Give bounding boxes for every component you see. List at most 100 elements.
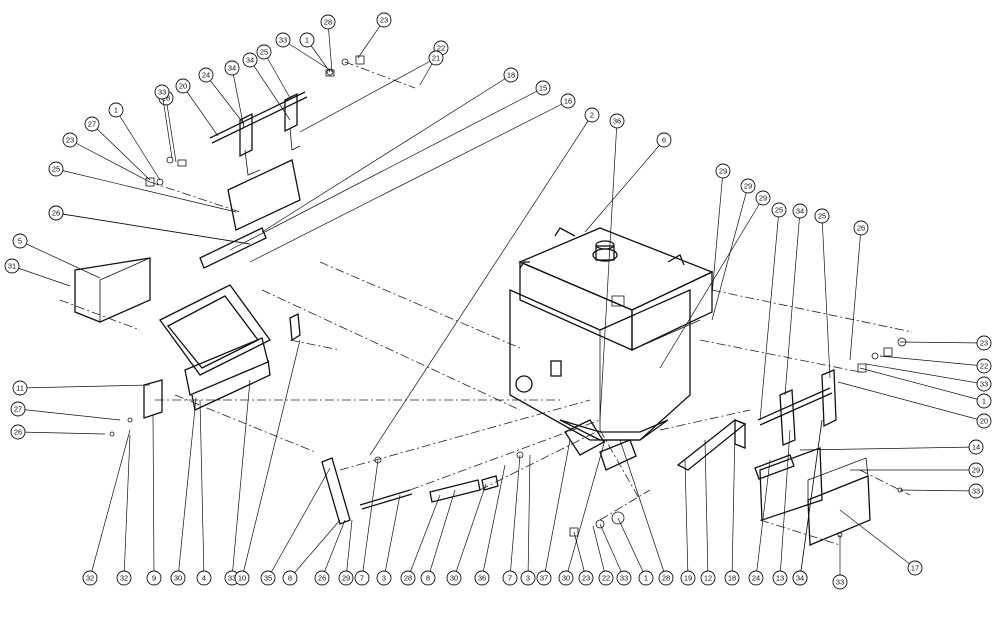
assembly-lines: [59, 61, 913, 546]
callout-label: 5: [18, 237, 22, 246]
callout-leader-line: [182, 85, 219, 137]
main-hopper-body: [509, 227, 714, 441]
callout-11: 11: [12, 380, 151, 396]
callout-leader-line: [543, 439, 571, 579]
callout-label: 1: [644, 574, 648, 583]
callout-bubble: [446, 570, 462, 586]
callout-label: 20: [179, 82, 187, 91]
callout-23: 23: [573, 531, 594, 586]
callout-leader-line: [565, 439, 606, 579]
callout-20: 20: [175, 78, 219, 137]
callout-bubble: [772, 570, 788, 586]
callout-bubble: [792, 203, 808, 219]
callout-leader-line: [779, 429, 791, 579]
callout-label: 20: [980, 417, 988, 426]
callout-label: 11: [16, 384, 24, 393]
callout-25: 25: [814, 208, 831, 379]
callout-bubble: [299, 32, 315, 48]
callout-label: 24: [752, 574, 760, 583]
callout-leader-line: [849, 227, 862, 361]
callout-leader-line: [205, 74, 245, 125]
callout-leader-line: [755, 459, 771, 579]
callout-leader-line: [345, 519, 353, 579]
callout-leader-line: [711, 170, 724, 296]
callout-18: 18: [261, 67, 519, 233]
callout-18: 18: [724, 429, 740, 586]
callout-bubble: [234, 570, 250, 586]
callout-bubble: [968, 462, 984, 478]
callout-2: 2: [369, 107, 600, 456]
callout-leader-line: [249, 100, 569, 263]
callout-bubble: [700, 570, 716, 586]
callout-1: 1: [299, 32, 331, 73]
callout-bubble: [907, 560, 923, 576]
callout-leader-line: [369, 114, 593, 456]
callout-16: 16: [249, 93, 576, 263]
callout-leader-line: [837, 381, 985, 422]
callout-34: 34: [242, 52, 291, 121]
callout-bubble: [656, 132, 672, 148]
callout-label: 15: [539, 84, 547, 93]
callout-leader-line: [55, 212, 251, 245]
callout-bubble: [598, 570, 614, 586]
callout-bubble: [10, 401, 26, 417]
callout-label: 33: [228, 574, 236, 583]
callout-label: 18: [728, 574, 736, 583]
callout-label: 22: [980, 362, 988, 371]
callout-label: 12: [704, 574, 712, 583]
left-chute: [74, 257, 301, 419]
callout-bubble: [814, 208, 830, 224]
callout-29: 29: [711, 163, 731, 296]
callout-leader-line: [481, 464, 506, 579]
callout-35: 35: [260, 467, 331, 586]
callout-label: 36: [613, 117, 621, 126]
callout-label: 18: [507, 71, 515, 80]
callout-leader-line: [879, 355, 985, 367]
callout-bubble: [616, 570, 632, 586]
callout-leader-line: [299, 57, 437, 133]
callout-bubble: [680, 570, 696, 586]
callout-23: 23: [899, 335, 992, 351]
callout-30: 30: [170, 397, 197, 586]
callout-bubble: [146, 570, 162, 586]
callout-30: 30: [558, 439, 606, 586]
callout-bubble: [658, 570, 674, 586]
callout-label: 14: [972, 443, 980, 452]
callout-1: 1: [617, 517, 654, 586]
callout-leader-line: [821, 215, 831, 379]
callout-leader-line: [161, 91, 173, 159]
callout-19: 19: [48, 205, 251, 245]
callout-leader-line: [229, 87, 544, 251]
callout-leader-line: [759, 209, 780, 421]
callout-1: 1: [859, 367, 992, 409]
upper-left-assembly: [156, 58, 349, 269]
callout-label: 28: [662, 574, 670, 583]
callout-bubble: [320, 14, 336, 30]
callout-label: 25: [52, 165, 60, 174]
callout-label: 7: [360, 574, 364, 583]
callout-bubble: [536, 570, 552, 586]
callout-leader-line: [799, 446, 977, 451]
callout-leader-line: [899, 489, 977, 492]
callout-bubble: [108, 102, 124, 118]
callout-label: 23: [66, 136, 74, 145]
callout-33: 33: [865, 363, 992, 392]
callout-bubble: [224, 60, 240, 76]
callout-leader-line: [282, 39, 331, 71]
callout-bubble: [10, 424, 26, 440]
callout-bubble: [740, 178, 756, 194]
callout-1: 1: [108, 102, 161, 181]
callout-leader-line: [509, 454, 521, 579]
callout-22: 22: [592, 525, 614, 586]
callout-bubble: [175, 78, 191, 94]
callout-bubble: [354, 570, 370, 586]
callout-23: 23: [62, 132, 151, 183]
callout-10: 10: [234, 339, 301, 586]
callout-7: 7: [354, 459, 379, 586]
callout-3: 3: [376, 494, 401, 586]
callout-21: 21: [299, 50, 444, 133]
callout-leader-line: [599, 523, 625, 579]
callout-label: 29: [342, 574, 350, 583]
callout-leader-line: [289, 519, 341, 579]
callout-label: 31: [8, 262, 16, 271]
